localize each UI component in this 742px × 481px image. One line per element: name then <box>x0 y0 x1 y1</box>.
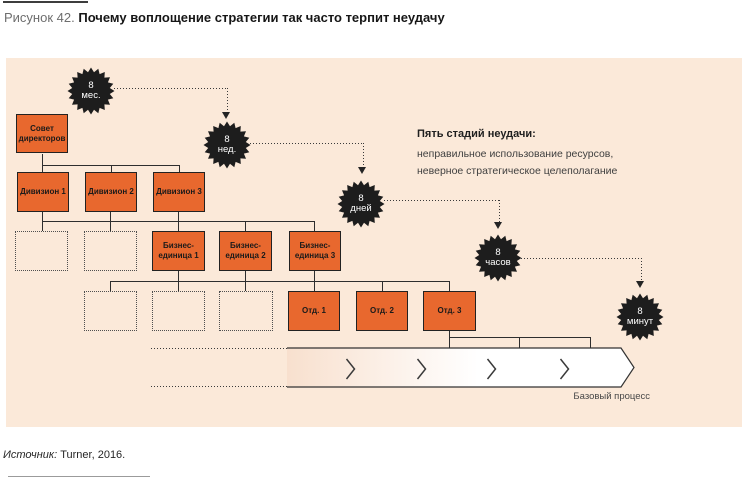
badge-unit: нед. <box>217 144 237 155</box>
process-arrow <box>287 347 635 388</box>
bottom-rule <box>8 476 150 477</box>
connector-line <box>314 221 315 231</box>
figure-number: Рисунок 42. <box>4 10 75 25</box>
org-box-label: Дивизион 2 <box>88 187 134 196</box>
source-prefix: Источник: <box>3 449 58 461</box>
connector-line <box>590 337 591 349</box>
duration-badge-8-months: 8 мес. <box>65 65 117 117</box>
annotation-heading: Пять стадий неудачи: <box>417 128 536 140</box>
dotted-path <box>227 88 228 112</box>
chevron-icon <box>416 358 427 380</box>
figure-name: Почему воплощение стратегии так часто те… <box>78 10 445 25</box>
connector-line <box>111 165 112 173</box>
ghost-org-box <box>84 291 137 331</box>
dotted-path <box>363 143 364 167</box>
badge-unit: дней <box>350 203 372 214</box>
org-box-label: Дивизион 3 <box>156 187 202 196</box>
connector-line <box>449 331 450 349</box>
duration-badge-8-hours: 8 часов <box>472 232 524 284</box>
org-box-label: Отд. 1 <box>301 306 326 315</box>
arrowhead-down-icon <box>494 222 502 229</box>
org-box-department-2: Отд. 2 <box>356 291 408 331</box>
org-box-division-2: Дивизион 2 <box>85 172 137 212</box>
process-arrow-dotted-edge <box>151 386 287 387</box>
org-box-label: Бизнес-единица 2 <box>225 241 266 260</box>
connector-line <box>179 165 180 173</box>
org-box-board: Совет директоров <box>16 114 68 153</box>
ghost-org-box <box>84 231 137 271</box>
connector-line <box>245 221 246 231</box>
duration-badge-8-days: 8 дней <box>335 178 387 230</box>
connector-line <box>519 337 520 349</box>
source-citation: Turner, 2016. <box>57 449 126 461</box>
duration-badge-8-minutes: 8 минут <box>614 291 666 343</box>
badge-value: 8 <box>358 192 364 204</box>
ghost-org-box <box>219 291 273 331</box>
arrowhead-down-icon <box>636 281 644 288</box>
badge-unit: мес. <box>81 90 101 101</box>
org-box-business-unit-3: Бизнес-единица 3 <box>289 231 341 271</box>
dotted-path <box>521 258 641 259</box>
connector-line <box>42 154 43 172</box>
badge-value: 8 <box>88 79 94 91</box>
org-box-division-1: Дивизион 1 <box>17 172 69 212</box>
annotation-line: неправильное использование ресурсов, <box>417 148 614 160</box>
org-box-business-unit-1: Бизнес-единица 1 <box>152 231 205 271</box>
badge-value: 8 <box>495 246 501 258</box>
source-line: Источник: Turner, 2016. <box>3 448 125 462</box>
connector-line <box>449 281 450 291</box>
connector-line <box>110 281 111 291</box>
ghost-org-box <box>152 291 205 331</box>
arrowhead-down-icon <box>358 167 366 174</box>
dotted-path <box>250 143 363 144</box>
duration-badge-8-weeks: 8 нед. <box>201 119 253 171</box>
org-box-department-1: Отд. 1 <box>288 291 340 331</box>
badge-value: 8 <box>637 305 643 317</box>
dotted-path <box>641 258 642 281</box>
badge-value: 8 <box>224 133 230 145</box>
org-box-label: Совет директоров <box>18 123 66 143</box>
org-box-label: Отд. 3 <box>437 306 462 315</box>
badge-unit: часов <box>485 257 511 268</box>
org-box-label: Дивизион 1 <box>20 187 66 196</box>
org-box-label: Бизнес-единица 1 <box>158 241 199 260</box>
chevron-icon <box>559 358 570 380</box>
annotation-line: неверное стратегическое целеполагание <box>417 164 618 177</box>
connector-line <box>382 281 383 291</box>
org-box-label: Бизнес-единица 3 <box>294 241 336 260</box>
ghost-org-box <box>15 231 68 271</box>
top-rule <box>3 1 88 3</box>
figure-title: Рисунок 42. Почему воплощение стратегии … <box>4 9 445 27</box>
arrowhead-down-icon <box>222 112 230 119</box>
org-box-department-3: Отд. 3 <box>423 291 476 331</box>
dotted-path <box>499 200 500 222</box>
badge-unit: минут <box>626 316 654 327</box>
org-box-label: Отд. 2 <box>369 306 394 315</box>
chevron-icon <box>345 358 356 380</box>
connector-line <box>110 281 450 282</box>
org-box-business-unit-2: Бизнес-единица 2 <box>219 231 272 271</box>
dotted-path <box>114 88 227 89</box>
connector-line <box>42 221 315 222</box>
failure-annotation: Пять стадий неудачи: неправильное исполь… <box>417 127 617 179</box>
dotted-path <box>384 200 499 201</box>
process-arrow-dotted-edge <box>151 348 287 349</box>
process-label: Базовый процесс <box>573 391 650 402</box>
chevron-icon <box>486 358 497 380</box>
org-box-division-3: Дивизион 3 <box>153 172 205 212</box>
